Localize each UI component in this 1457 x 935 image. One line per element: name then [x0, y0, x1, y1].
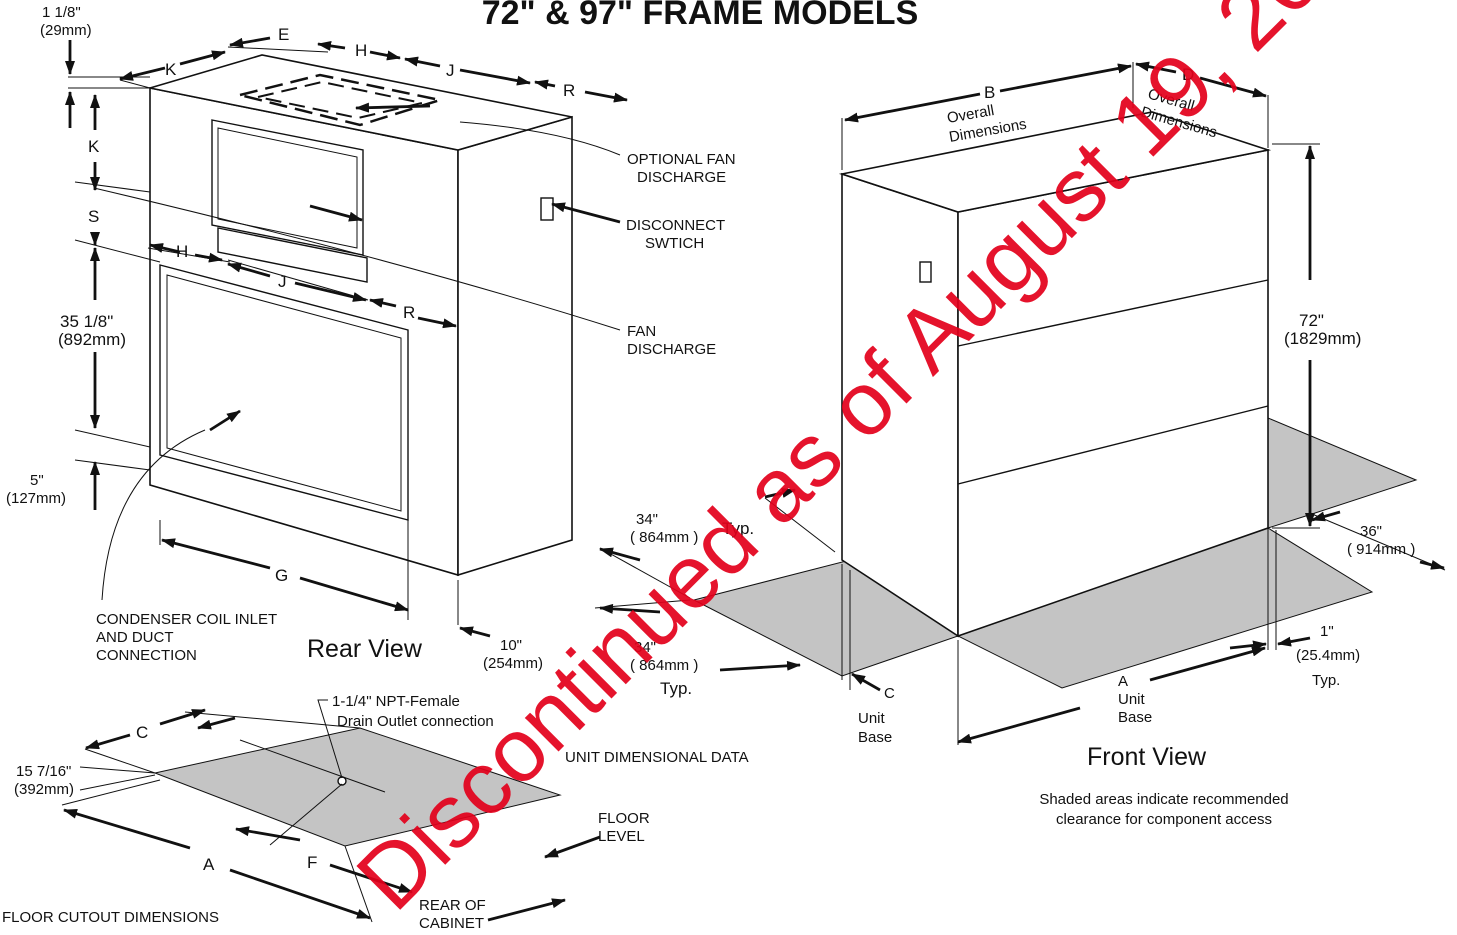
rear-label-e: E: [278, 25, 289, 44]
front-gap-typ: Typ.: [1312, 672, 1340, 689]
front-note-2: clearance for component access: [1056, 811, 1272, 828]
floor-section-title: UNIT DIMENSIONAL DATA: [565, 749, 749, 766]
callout-optional-fan-1: OPTIONAL FAN: [627, 151, 736, 168]
front-clear-right-inch: 36": [1360, 523, 1382, 540]
rear-cabinet-top: [149, 54, 573, 151]
drain-outlet-icon: [337, 776, 347, 786]
front-label-a-sub-1: Unit: [1118, 691, 1146, 708]
rear-label-r-mid: R: [403, 303, 415, 322]
rear-view: 1 1/8" (29mm) K E H J R K S 35 1/8" (892…: [6, 4, 736, 672]
front-label-c-sub-1: Unit: [858, 710, 886, 727]
rear-label-h-top: H: [355, 41, 367, 60]
front-label-c: C: [884, 685, 895, 702]
rear-base-mm: (127mm): [6, 490, 66, 507]
front-label-c-sub-2: Base: [858, 729, 892, 746]
page-title: 72" & 97" FRAME MODELS: [482, 0, 919, 32]
rear-label-s: S: [88, 207, 99, 226]
front-gap-mm: (25.4mm): [1296, 647, 1360, 664]
front-clear-front-inch: 34": [634, 639, 656, 656]
front-height-mm: (1829mm): [1284, 329, 1361, 348]
front-clear-left-typ: Typ.: [722, 519, 754, 538]
drain-label-2: Drain Outlet connection: [337, 713, 494, 730]
front-gap-inch: 1": [1320, 623, 1334, 640]
rear-cabinet-2: CABINET: [419, 915, 484, 932]
floor-label-a: A: [203, 855, 215, 874]
rear-label-j-top: J: [446, 61, 455, 80]
rear-depth-mm: (254mm): [483, 655, 543, 672]
rear-cabinet-side: [149, 87, 459, 577]
floor-label-c: C: [136, 723, 148, 742]
floor-label-f: F: [307, 853, 317, 872]
front-clear-front-mm: ( 864mm ): [630, 657, 698, 674]
front-label-b: B: [984, 83, 995, 102]
front-label-a: A: [1118, 673, 1128, 690]
rear-label-k-side: K: [88, 137, 100, 156]
floor-width-mm: (392mm): [14, 781, 74, 798]
floor-cutout: 1-1/4" NPT-Female Drain Outlet connectio…: [2, 693, 749, 932]
rear-top-mm: (29mm): [40, 22, 92, 39]
front-view-caption: Front View: [1087, 743, 1207, 771]
rear-base-inch: 5": [30, 472, 44, 489]
callout-condenser-1: CONDENSER COIL INLET: [96, 611, 277, 628]
rear-cabinet-end: [457, 115, 573, 577]
floor-cutout-caption: FLOOR CUTOUT DIMENSIONS: [2, 909, 219, 926]
callout-disconnect-1: DISCONNECT: [626, 217, 725, 234]
floor-level-2: LEVEL: [598, 828, 645, 845]
floor-width-inch: 15 7/16": [16, 763, 71, 780]
callout-condenser-3: CONNECTION: [96, 647, 197, 664]
clearance-right: [1267, 417, 1418, 529]
optional-fan-discharge-outline: [239, 73, 445, 127]
callout-disconnect-2: SWTICH: [645, 235, 704, 252]
floor-cutout-area: [153, 727, 562, 847]
front-clear-left-inch: 34": [636, 511, 658, 528]
panel-strip: [217, 227, 368, 283]
callout-fan-1: FAN: [627, 323, 656, 340]
rear-label-k-top: K: [165, 60, 177, 79]
front-clear-left-mm: ( 864mm ): [630, 529, 698, 546]
callout-fan-2: DISCHARGE: [627, 341, 716, 358]
front-view: B Overall Dimensions D Overall Dimension…: [594, 61, 1446, 828]
rear-height-mm: (892mm): [58, 330, 126, 349]
rear-top-inch: 1 1/8": [42, 4, 81, 21]
rear-depth-inch: 10": [500, 637, 522, 654]
rear-view-caption: Rear View: [307, 635, 423, 663]
front-label-a-sub-2: Base: [1118, 709, 1152, 726]
callout-optional-fan-2: DISCHARGE: [637, 169, 726, 186]
front-disconnect-icon: [919, 261, 932, 283]
floor-level-1: FLOOR: [598, 810, 650, 827]
rear-label-h-mid: H: [176, 242, 188, 261]
front-clear-right-mm: ( 914mm ): [1347, 541, 1415, 558]
front-cabinet-top: [838, 111, 1272, 213]
rear-cabinet-1: REAR OF: [419, 897, 486, 914]
front-height-inch: 72": [1299, 311, 1324, 330]
front-label-d: D: [1182, 65, 1194, 84]
front-clear-front-typ: Typ.: [660, 679, 692, 698]
rear-label-g: G: [275, 566, 288, 585]
rear-label-r-top: R: [563, 81, 575, 100]
callout-condenser-2: AND DUCT: [96, 629, 174, 646]
rear-label-j-mid: J: [278, 272, 287, 291]
drain-label-1: 1-1/4" NPT-Female: [332, 693, 460, 710]
rear-height-inch: 35 1/8": [60, 312, 113, 331]
front-note-1: Shaded areas indicate recommended: [1039, 791, 1288, 808]
